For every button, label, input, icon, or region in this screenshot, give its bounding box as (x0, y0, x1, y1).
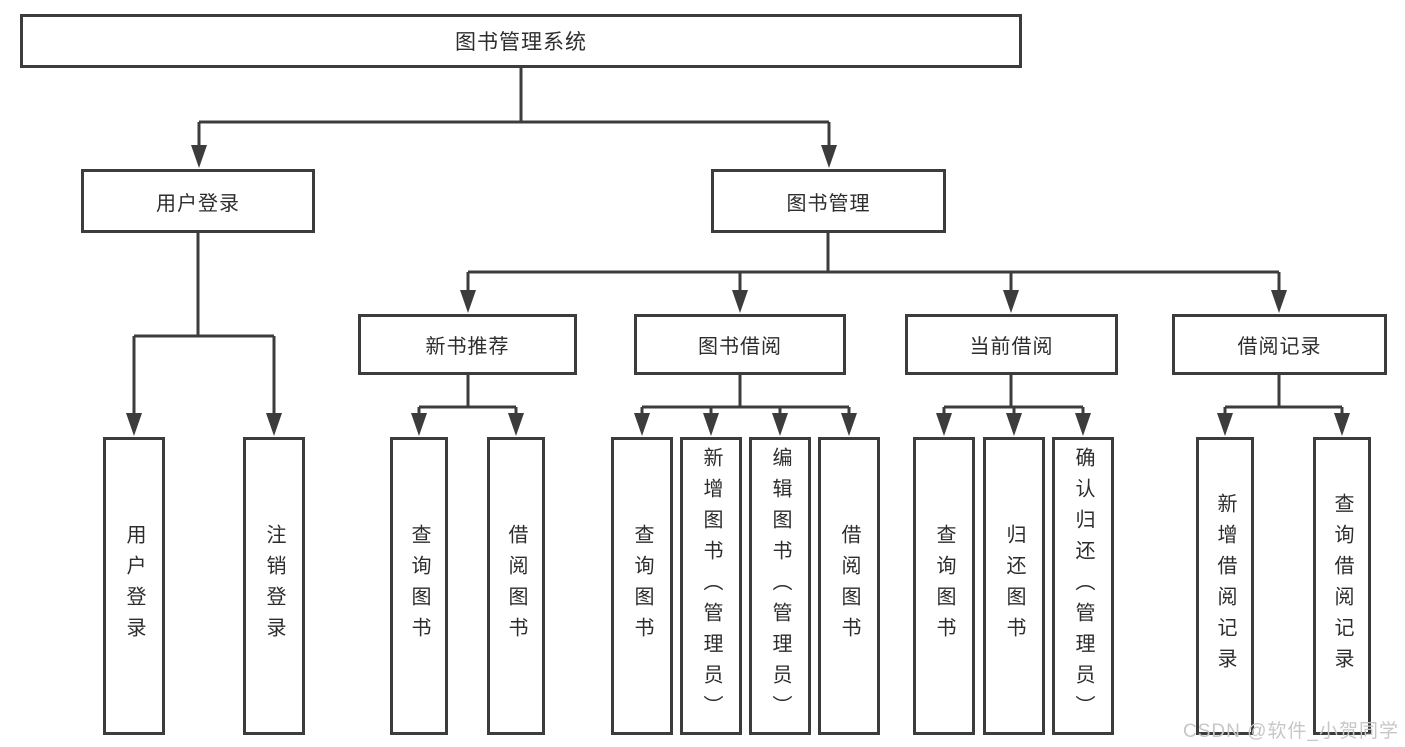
leaf-logout: 注销登录 (243, 437, 305, 735)
node-root: 图书管理系统 (20, 14, 1022, 68)
leaf-label: 查询借阅记录 (1331, 493, 1353, 679)
leaf-label: 查询图书 (408, 524, 430, 648)
node-borrowing-records: 借阅记录 (1172, 314, 1387, 375)
leaf-label: 借阅图书 (838, 524, 860, 648)
leaf-query-books-current: 查询图书 (913, 437, 975, 735)
node-new-book-recommend: 新书推荐 (358, 314, 577, 375)
leaf-add-borrow-record: 新增借阅记录 (1196, 437, 1254, 735)
leaf-label: 归还图书 (1003, 524, 1025, 648)
leaf-borrow-books-borrowing: 借阅图书 (818, 437, 880, 735)
node-current-borrowing: 当前借阅 (905, 314, 1118, 375)
leaf-return-books: 归还图书 (983, 437, 1045, 735)
leaf-label: 用户登录 (123, 524, 145, 648)
node-book-borrowing: 图书借阅 (634, 314, 846, 375)
leaf-label: 查询图书 (631, 524, 653, 648)
leaf-label: 编辑图书（管理员） (769, 446, 791, 726)
leaf-query-borrow-record: 查询借阅记录 (1313, 437, 1371, 735)
leaf-label: 注销登录 (263, 524, 285, 648)
leaf-label: 确认归还（管理员） (1072, 446, 1094, 726)
leaf-user-login: 用户登录 (103, 437, 165, 735)
leaf-query-books-recommend: 查询图书 (390, 437, 448, 735)
leaf-query-books-borrowing: 查询图书 (611, 437, 673, 735)
leaf-confirm-return-admin: 确认归还（管理员） (1052, 437, 1114, 735)
watermark: CSDN @软件_小贺同学 (1183, 721, 1399, 742)
leaf-add-books-admin: 新增图书（管理员） (680, 437, 742, 735)
leaf-label: 新增图书（管理员） (700, 446, 722, 726)
node-user-login: 用户登录 (81, 169, 315, 233)
leaf-label: 查询图书 (933, 524, 955, 648)
leaf-label: 借阅图书 (505, 524, 527, 648)
leaf-edit-books-admin: 编辑图书（管理员） (749, 437, 811, 735)
leaf-borrow-books-recommend: 借阅图书 (487, 437, 545, 735)
leaf-label: 新增借阅记录 (1214, 493, 1236, 679)
node-book-management: 图书管理 (711, 169, 946, 233)
